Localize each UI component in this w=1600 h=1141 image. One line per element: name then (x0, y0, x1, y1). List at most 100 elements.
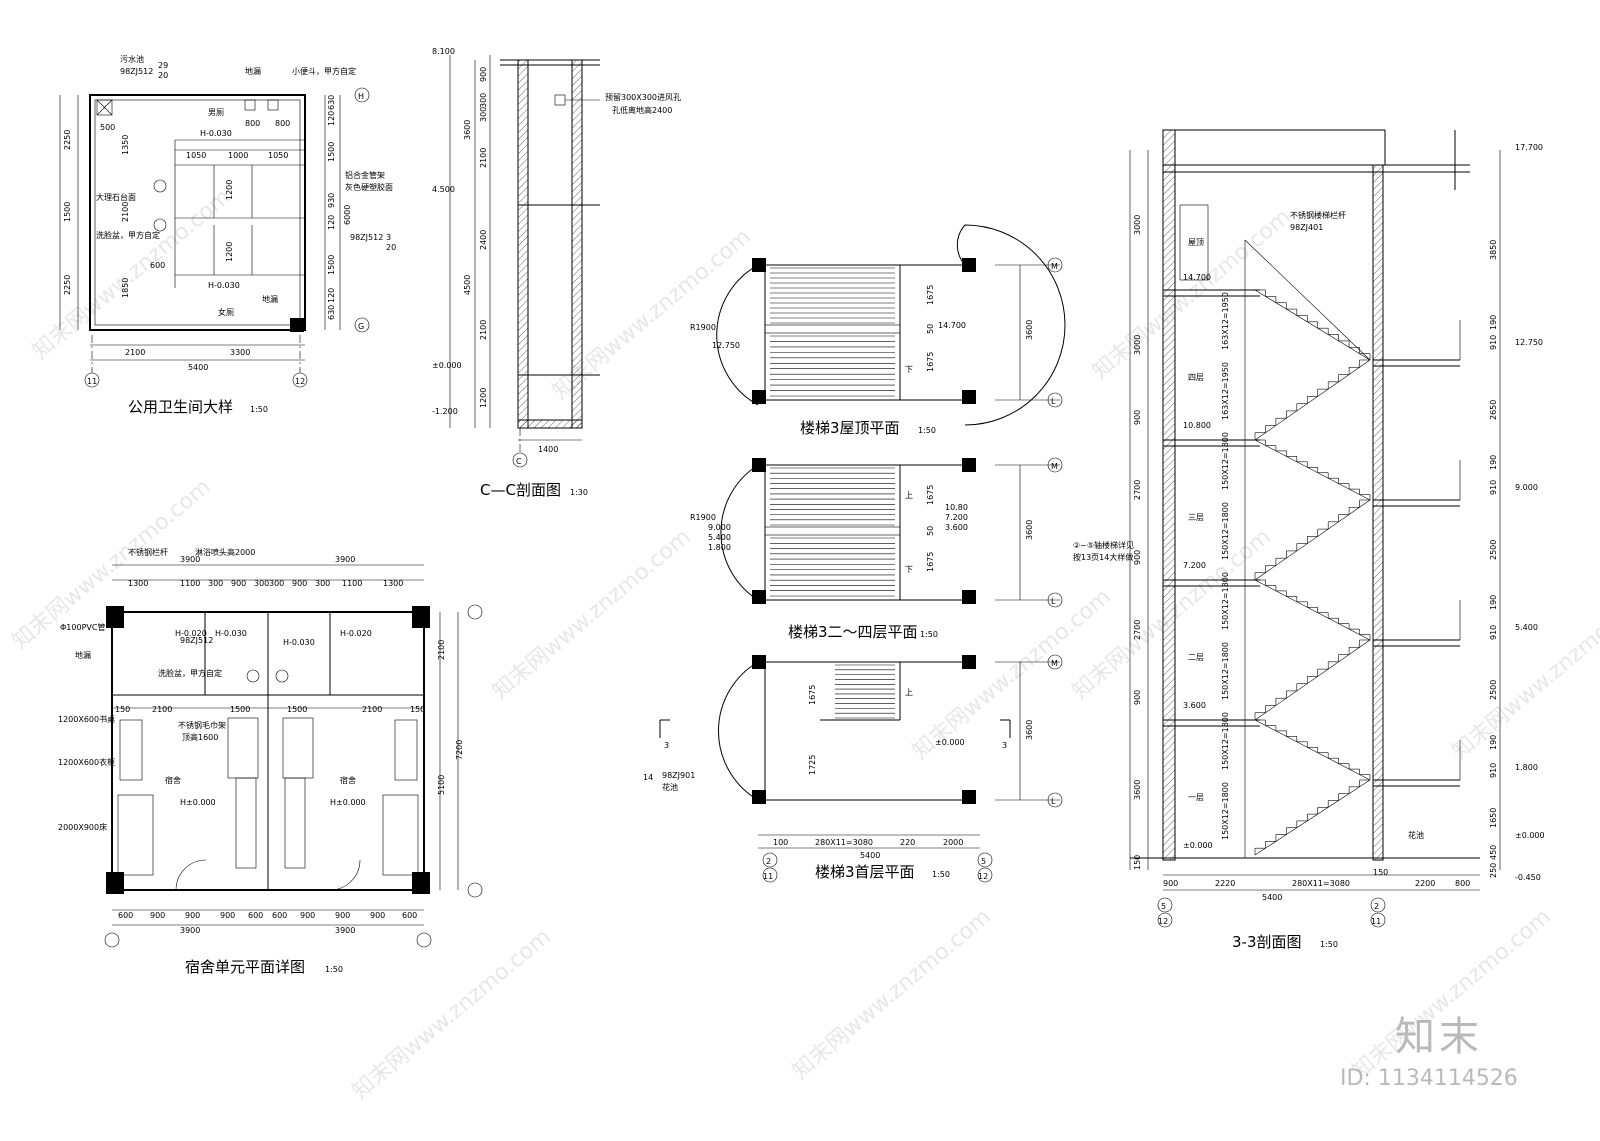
dim: 120 (327, 288, 336, 303)
brand-watermark: 知末 (1395, 1014, 1483, 1060)
level: H-0.030 (208, 281, 240, 290)
label: 不锈钢栏杆 (128, 547, 168, 557)
label: R1900 (690, 323, 716, 332)
dim: 5100 (437, 775, 446, 795)
label: 下 (905, 565, 913, 574)
ref: 98ZJ901 (662, 771, 695, 780)
dim-total: 5400 (860, 851, 880, 860)
label: 上 (905, 688, 913, 697)
dim: 910 (1489, 763, 1498, 778)
basin-icon (153, 218, 167, 232)
level: H-0.020 (340, 629, 372, 638)
label: 花池 (662, 782, 678, 792)
drawing-line (1254, 439, 1371, 501)
ref: 3 (386, 233, 391, 242)
watermark-text: 知末网www.znzmo.com (488, 524, 696, 704)
drawing-scale: 1:50 (918, 426, 936, 435)
level: 12.750 (712, 341, 740, 350)
drawing-line (1244, 239, 1371, 361)
stair-roof-plan: R1900 12.750 14.700 下 1675 50 1675 3600 … (690, 224, 1066, 437)
level: 9.000 (1515, 483, 1538, 492)
dim: 150 (410, 705, 425, 714)
dim: 900 (1163, 879, 1178, 888)
drawing-line (1254, 499, 1371, 581)
dim: 150 (1133, 855, 1142, 870)
dim: 1050 (186, 151, 206, 160)
drawing-title: 楼梯3二～四层平面 (788, 623, 918, 641)
level: 3.600 (945, 523, 968, 532)
vent-opening (554, 94, 566, 106)
dim: 163X12=1950 (1221, 292, 1230, 350)
dim: 250 (1489, 863, 1498, 878)
label: 小便斗，甲方自定 (292, 66, 356, 76)
level: ±0.000 (935, 738, 965, 747)
axis-label: H (358, 92, 364, 101)
section-wall (517, 59, 529, 429)
level: 1.800 (1515, 763, 1538, 772)
level: 14.700 (1183, 273, 1211, 282)
dim: 50 (926, 526, 935, 536)
axis-label: 5 (981, 857, 986, 866)
label: 不锈钢毛巾架 (178, 720, 226, 730)
dim: 190 (1489, 455, 1498, 470)
ref: 29 (158, 61, 168, 70)
dim: 3850 (1489, 240, 1498, 260)
section-wall (1372, 164, 1384, 861)
drawing-title: 楼梯3首层平面 (815, 863, 915, 881)
room-label: 男厕 (208, 108, 224, 117)
toilet-plan: 2100 3300 5400 1050 1000 1050 800 800 50… (59, 54, 396, 416)
dim: 2220 (1215, 879, 1235, 888)
section-wall (1162, 129, 1176, 861)
axis-label: L (1051, 797, 1056, 806)
dim: 600 (248, 911, 263, 920)
level: -1.200 (432, 407, 458, 416)
dim: 900 (335, 911, 350, 920)
dim: 190 (1489, 595, 1498, 610)
dim: 2100 (125, 348, 145, 357)
dim: 150X12=1800 (1221, 712, 1230, 770)
stair-mid-plan: R1900 9.000 5.400 1.800 10.80 7.200 3.60… (690, 457, 1063, 641)
label: R1900 (690, 513, 716, 522)
level: 5.400 (1515, 623, 1538, 632)
basin-icon (153, 179, 167, 193)
level: H±0.000 (180, 798, 216, 807)
dim: 1675 (926, 352, 935, 372)
dim: 1725 (808, 755, 817, 775)
drawing-line (1254, 719, 1371, 781)
section-cc: 8.100 4.500 ±0.000 -1.200 900 300 300 36… (432, 47, 681, 499)
level: 10.800 (1183, 421, 1211, 430)
floor-label: 一层 (1188, 793, 1204, 802)
dim: 280X11=3080 (815, 838, 873, 847)
watermark-text: 知末网www.znzmo.com (28, 184, 236, 364)
dim: 150X12=1800 (1221, 502, 1230, 560)
level: 9.000 (708, 523, 731, 532)
stair-flights (1244, 239, 1371, 858)
dim: 910 (1489, 480, 1498, 495)
dim: 300 (315, 579, 330, 588)
dim: 3900 (180, 555, 200, 564)
level: H±0.000 (330, 798, 366, 807)
section-wall (571, 59, 583, 429)
dim: 3900 (180, 926, 200, 935)
dim: 1300 (128, 579, 148, 588)
level: 17.700 (1515, 143, 1543, 152)
wardrobe-icon (394, 719, 418, 781)
axis-label: 12 (295, 377, 305, 386)
dim: 900 (1133, 410, 1142, 425)
label: 下 (905, 365, 913, 374)
label: 顶高1600 (182, 732, 218, 742)
dim: 630 (327, 95, 336, 110)
axis-label: L (1051, 397, 1056, 406)
ref: 98ZJ401 (1290, 223, 1323, 232)
section-mark: 3 (1002, 741, 1007, 750)
dim: 900 (300, 911, 315, 920)
label: 地漏 (262, 294, 278, 304)
note: 按13页14大样做 (1073, 552, 1133, 562)
dim: 1100 (180, 579, 200, 588)
label: 灰色硬塑胶面 (345, 182, 393, 192)
toilet-outer-wall (89, 94, 306, 331)
ref: 20 (158, 71, 168, 80)
dim: 50 (926, 324, 935, 334)
